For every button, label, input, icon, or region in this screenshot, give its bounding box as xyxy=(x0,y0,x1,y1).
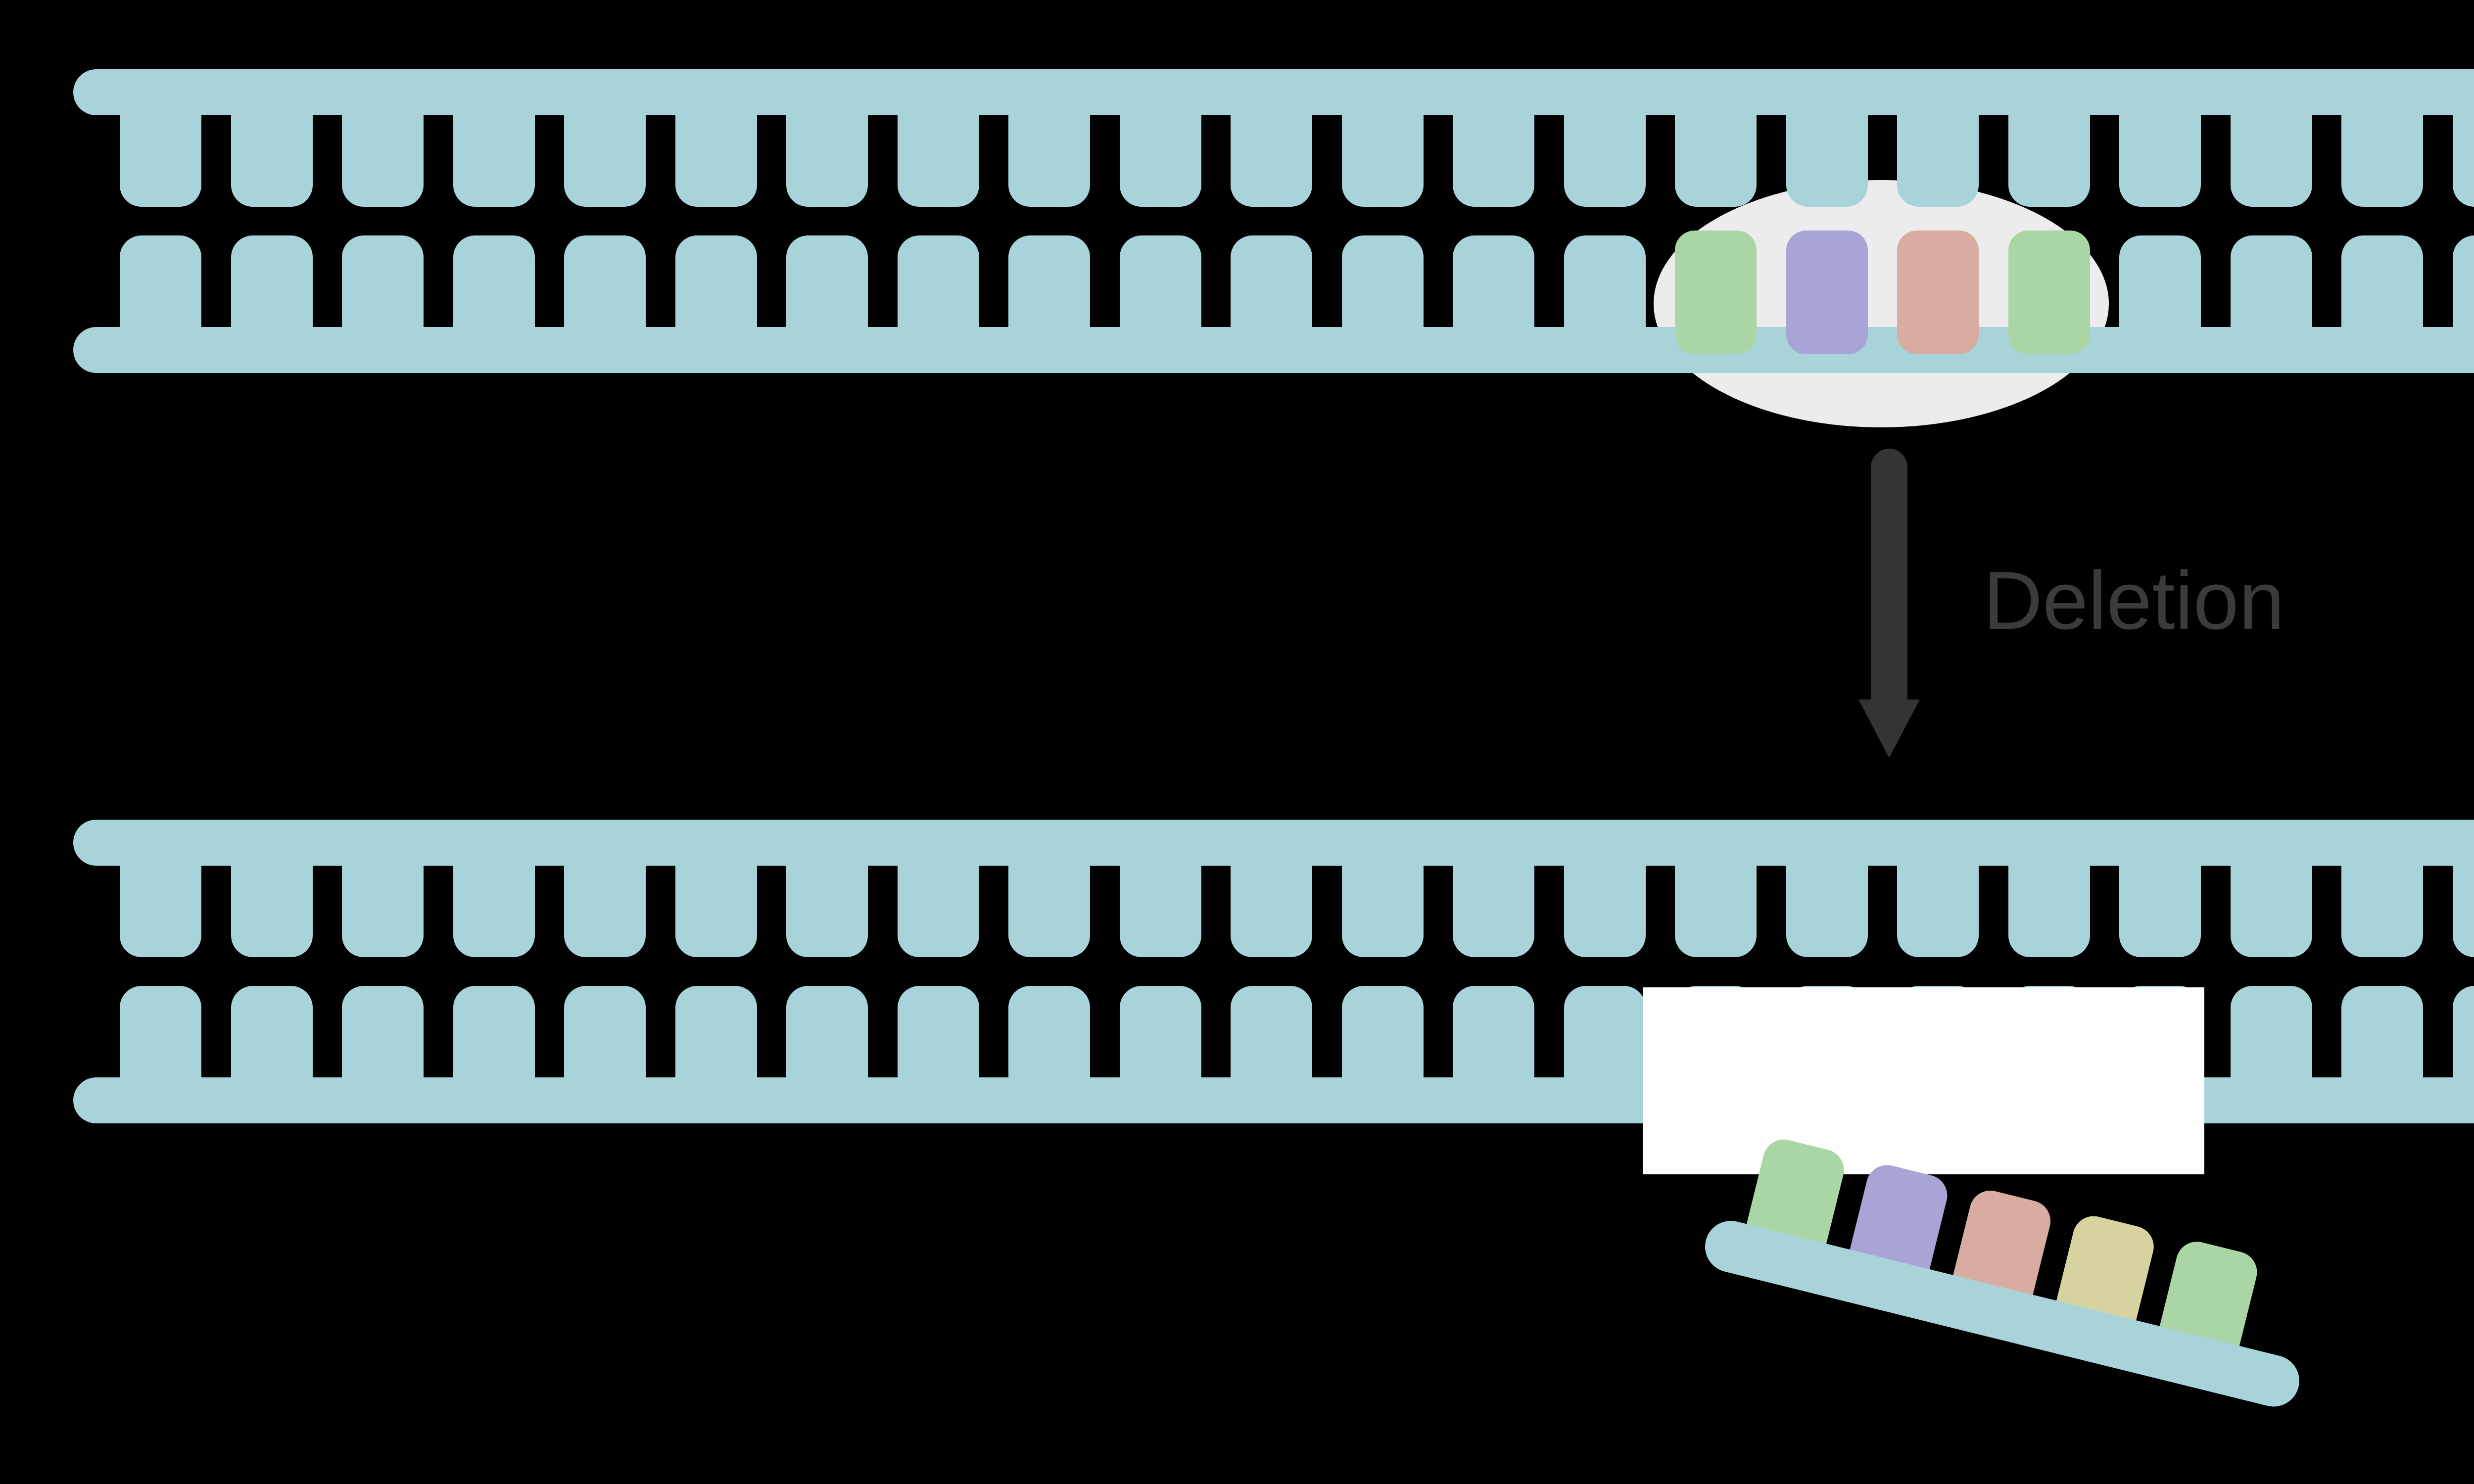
base-pair-tooth xyxy=(342,115,424,207)
base-pair-tooth xyxy=(1675,115,1757,207)
base-pair-tooth xyxy=(342,986,424,1077)
base-pair-tooth xyxy=(897,115,979,207)
base-pair-tooth xyxy=(2230,235,2312,327)
base-pair-tooth xyxy=(1453,986,1534,1077)
base-pair-tooth xyxy=(2008,115,2090,207)
base-pair-tooth xyxy=(1564,866,1646,957)
base-pair-tooth xyxy=(2341,986,2423,1077)
base-pair-tooth xyxy=(231,866,313,957)
base-pair-tooth xyxy=(2230,115,2312,207)
base-pair-tooth xyxy=(897,866,979,957)
base-pair-tooth xyxy=(1119,986,1201,1077)
base-pair-tooth xyxy=(231,115,313,207)
deletion-label: Deletion xyxy=(1983,555,2285,647)
strand-backbone-bottom xyxy=(73,327,2474,373)
base-pair-tooth xyxy=(2230,866,2312,957)
base-pair-tooth xyxy=(1119,235,1201,327)
base-pair-tooth xyxy=(1564,986,1646,1077)
base-pair-tooth xyxy=(786,866,868,957)
base-pair-tooth xyxy=(2341,115,2423,207)
base-pair-tooth xyxy=(1341,866,1424,957)
base-pair-tooth xyxy=(2341,235,2423,327)
base-pair-tooth xyxy=(675,115,757,207)
base-pair-tooth xyxy=(231,986,313,1077)
base-pair-tooth xyxy=(453,235,535,327)
base-pair-tooth xyxy=(1897,866,1979,957)
dna-strand-before-deletion xyxy=(73,69,2474,427)
base-pair-tooth xyxy=(120,115,201,207)
highlighted-base-pink xyxy=(1897,231,1979,354)
base-pair-tooth xyxy=(120,866,201,957)
strand-backbone-top xyxy=(73,820,2474,866)
base-pair-tooth xyxy=(2119,115,2201,207)
base-pair-tooth xyxy=(342,866,424,957)
base-pair-tooth xyxy=(2452,235,2474,327)
base-pair-tooth xyxy=(1119,115,1201,207)
base-pair-tooth xyxy=(453,986,535,1077)
base-pair-tooth xyxy=(120,235,201,327)
base-pair-tooth xyxy=(675,866,757,957)
base-pair-tooth xyxy=(2008,866,2090,957)
base-pair-tooth xyxy=(1564,115,1646,207)
base-pair-tooth xyxy=(675,235,757,327)
base-pair-tooth xyxy=(1008,866,1090,957)
base-pair-tooth xyxy=(120,986,201,1077)
base-pair-tooth xyxy=(1786,115,1868,207)
base-pair-tooth xyxy=(2452,986,2474,1077)
base-pair-tooth xyxy=(564,115,646,207)
base-pair-tooth xyxy=(453,115,535,207)
base-pair-tooth xyxy=(1008,235,1090,327)
base-pair-tooth xyxy=(231,235,313,327)
base-pair-tooth xyxy=(1564,235,1646,327)
base-pair-tooth xyxy=(1231,235,1312,327)
base-pair-tooth xyxy=(2341,866,2423,957)
base-pair-tooth xyxy=(675,986,757,1077)
strand-backbone-top xyxy=(73,69,2474,115)
highlighted-base-green xyxy=(2008,231,2090,354)
base-pair-tooth xyxy=(1453,235,1534,327)
base-pair-tooth xyxy=(1897,115,1979,207)
deletion-arrow-shaft xyxy=(1871,449,1907,700)
excised-fragment xyxy=(1700,1135,2305,1412)
highlighted-base-green xyxy=(1675,231,1757,354)
base-pair-tooth xyxy=(1008,115,1090,207)
base-pair-tooth xyxy=(342,235,424,327)
base-pair-tooth xyxy=(786,986,868,1077)
base-pair-tooth xyxy=(1008,986,1090,1077)
base-pair-tooth xyxy=(1341,235,1424,327)
deleted-region-gap xyxy=(1643,987,2204,1174)
base-pair-tooth xyxy=(564,986,646,1077)
base-pair-tooth xyxy=(1231,115,1312,207)
base-pair-tooth xyxy=(897,986,979,1077)
base-pair-tooth xyxy=(897,235,979,327)
base-pair-tooth xyxy=(564,866,646,957)
base-pair-tooth xyxy=(2452,866,2474,957)
base-pair-tooth xyxy=(453,866,535,957)
base-pair-tooth xyxy=(786,115,868,207)
base-pair-tooth xyxy=(564,235,646,327)
highlighted-base-purple xyxy=(1786,231,1868,354)
base-pair-tooth xyxy=(1231,866,1312,957)
base-pair-tooth xyxy=(1341,115,1424,207)
base-pair-tooth xyxy=(1453,866,1534,957)
base-pair-tooth xyxy=(786,235,868,327)
base-pair-tooth xyxy=(1119,866,1201,957)
base-pair-tooth xyxy=(1341,986,1424,1077)
dna-strand-after-deletion xyxy=(73,820,2474,1123)
base-pair-tooth xyxy=(2119,866,2201,957)
base-pair-tooth xyxy=(2230,986,2312,1077)
base-pair-tooth xyxy=(1786,866,1868,957)
base-pair-tooth xyxy=(2452,115,2474,207)
base-pair-tooth xyxy=(2119,235,2201,327)
deletion-arrow-head xyxy=(1858,699,1920,758)
base-pair-tooth xyxy=(1675,866,1757,957)
base-pair-tooth xyxy=(1453,115,1534,207)
base-pair-tooth xyxy=(1231,986,1312,1077)
